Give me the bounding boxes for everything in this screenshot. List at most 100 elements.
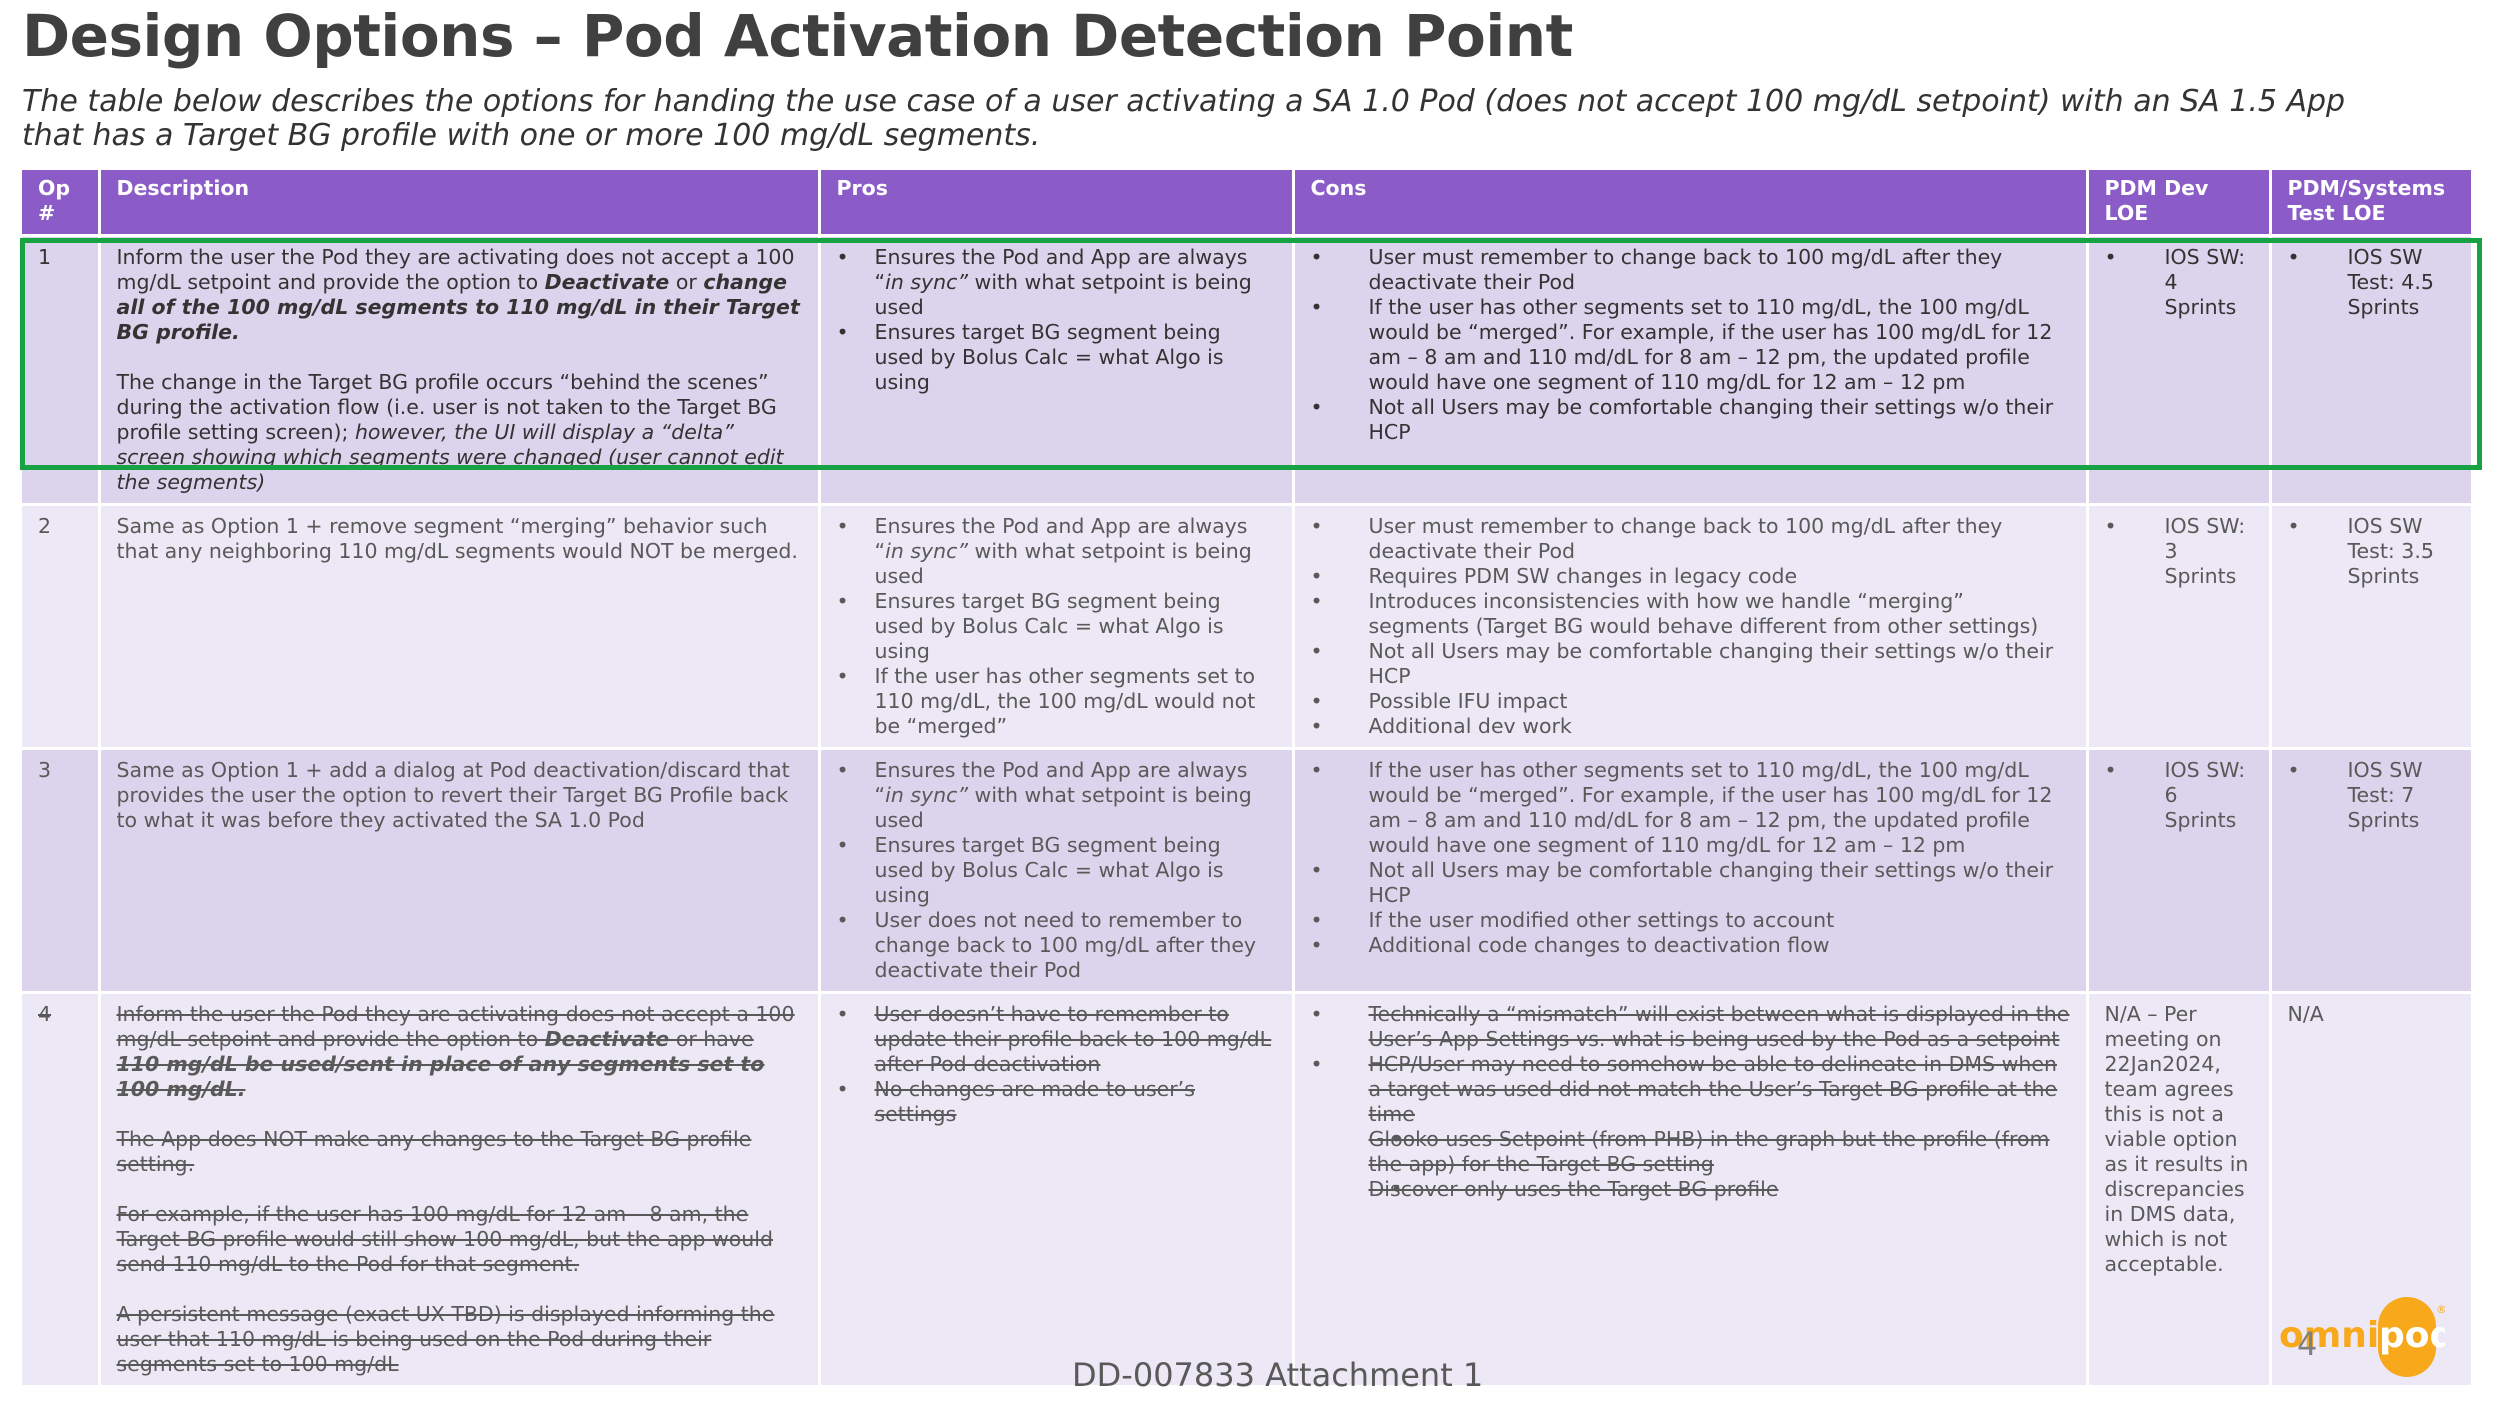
- header-description: Description: [99, 170, 821, 236]
- dev-loe-item: IOS SW: 4 Sprints: [2105, 245, 2253, 320]
- con-item: Not all Users may be comfortable changin…: [1311, 639, 2070, 689]
- pro-item: Ensures target BG segment being used by …: [837, 320, 1276, 395]
- con-sub-item: Glooko uses Setpoint (from PHB) in the g…: [1311, 1127, 2070, 1177]
- option-description: Same as Option 1 + add a dialog at Pod d…: [99, 747, 821, 993]
- con-item: HCP/User may need to somehow be able to …: [1311, 1052, 2070, 1127]
- pro-item: Ensures the Pod and App are always “in s…: [837, 245, 1276, 320]
- logo-text-pod: pod: [2379, 1315, 2445, 1356]
- header-op: Op #: [22, 170, 101, 236]
- test-loe-item: IOS SW Test: 3.5 Sprints: [2288, 514, 2455, 589]
- description-paragraph: Inform the user the Pod they are activat…: [117, 1002, 802, 1102]
- pro-item: If the user has other segments set to 11…: [837, 664, 1276, 739]
- test-loe: N/A: [2270, 991, 2474, 1385]
- con-item: Technically a “mismatch” will exist betw…: [1311, 1002, 2070, 1052]
- option-cons: User must remember to change back to 100…: [1293, 503, 2089, 749]
- pro-text: with what setpoint is being used: [874, 270, 1252, 319]
- description-text: Inform the user the Pod they are activat…: [116, 1002, 795, 1051]
- page-number: 4: [2297, 1325, 2318, 1363]
- option-description: Inform the user the Pod they are activat…: [99, 991, 821, 1385]
- pro-item: No changes are made to user’s settings: [837, 1077, 1276, 1127]
- option-description: Inform the user the Pod they are activat…: [99, 234, 821, 505]
- table-row-option-1: 1 Inform the user the Pod they are activ…: [22, 234, 2474, 505]
- description-text: The change in the Target BG profile occu…: [116, 370, 777, 444]
- op-number: 2: [22, 503, 101, 749]
- con-item: If the user has other segments set to 11…: [1311, 758, 2070, 858]
- description-paragraph: For example, if the user has 100 mg/dL f…: [116, 1202, 774, 1276]
- pro-italic: in sync”: [885, 270, 969, 294]
- con-item: Possible IFU impact: [1311, 689, 2070, 714]
- con-item: User must remember to change back to 100…: [1311, 245, 2070, 295]
- con-item: If the user has other segments set to 11…: [1311, 295, 2070, 395]
- table-row-option-2: 2 Same as Option 1 + remove segment “mer…: [22, 503, 2474, 749]
- con-item: Requires PDM SW changes in legacy code: [1311, 564, 2070, 589]
- dev-loe: N/A – Per meeting on 22Jan2024, team agr…: [2087, 991, 2272, 1385]
- option-cons: Technically a “mismatch” will exist betw…: [1293, 991, 2089, 1385]
- description-paragraph: The change in the Target BG profile occu…: [117, 370, 802, 495]
- pro-item: Ensures the Pod and App are always “in s…: [837, 758, 1276, 833]
- con-item: Not all Users may be comfortable changin…: [1311, 858, 2070, 908]
- logo-registered-mark: ®: [2436, 1303, 2445, 1316]
- header-dev-loe: PDM Dev LOE: [2087, 170, 2272, 236]
- test-loe: IOS SW Test: 7 Sprints: [2270, 747, 2474, 993]
- header-cons: Cons: [1293, 170, 2089, 236]
- dev-loe-item: IOS SW: 6 Sprints: [2105, 758, 2253, 833]
- option-pros: Ensures the Pod and App are always “in s…: [819, 747, 1295, 993]
- logo-text-omni: omni: [2279, 1315, 2379, 1356]
- test-loe-item: IOS SW Test: 4.5 Sprints: [2288, 245, 2455, 320]
- op-number: 3: [22, 747, 101, 993]
- pro-text: with what setpoint is being used: [874, 539, 1252, 588]
- description-text: or have: [669, 1027, 754, 1051]
- table-header-row: Op # Description Pros Cons PDM Dev LOE P…: [22, 170, 2474, 236]
- pro-italic: in sync”: [885, 783, 969, 807]
- description-emphasis: change all of the 100 mg/dL segments to …: [116, 270, 800, 344]
- con-item: If the user modified other settings to a…: [1311, 908, 2070, 933]
- page-title: Design Options – Pod Activation Detectio…: [22, 2, 1573, 70]
- op-number: 1: [22, 234, 101, 505]
- dev-loe: IOS SW: 6 Sprints: [2087, 747, 2272, 993]
- description-text: or: [669, 270, 704, 294]
- pro-item: User does not need to remember to change…: [837, 908, 1276, 983]
- description-emphasis: Deactivate: [544, 1027, 670, 1051]
- con-item: Additional code changes to deactivation …: [1311, 933, 2070, 958]
- logo-pod-shape: [2378, 1297, 2436, 1377]
- con-sub-item: Discover only uses the Target BG profile: [1311, 1177, 2070, 1202]
- test-loe: IOS SW Test: 3.5 Sprints: [2270, 503, 2474, 749]
- option-cons: User must remember to change back to 100…: [1293, 234, 2089, 505]
- dev-loe-item: IOS SW: 3 Sprints: [2105, 514, 2253, 589]
- option-pros: Ensures the Pod and App are always “in s…: [819, 234, 1295, 505]
- omnipod-logo: omni pod ®: [2279, 1297, 2445, 1377]
- op-number: 4: [22, 991, 101, 1385]
- pro-text: Ensures the Pod and App are always “: [874, 758, 1248, 807]
- option-description: Same as Option 1 + remove segment “mergi…: [99, 503, 821, 749]
- option-pros: Ensures the Pod and App are always “in s…: [819, 503, 1295, 749]
- description-paragraph: Inform the user the Pod they are activat…: [117, 245, 802, 345]
- test-loe-item: IOS SW Test: 7 Sprints: [2288, 758, 2455, 833]
- header-test-loe: PDM/Systems Test LOE: [2270, 170, 2474, 236]
- description-emphasis: 110 mg/dL be used/sent in place of any s…: [116, 1052, 765, 1101]
- description-paragraph: The App does NOT make any changes to the…: [116, 1127, 752, 1176]
- con-item: Additional dev work: [1311, 714, 2070, 739]
- description-emphasis: Deactivate: [544, 270, 670, 294]
- pro-item: User doesn’t have to remember to update …: [837, 1002, 1276, 1077]
- pro-item: Ensures target BG segment being used by …: [837, 589, 1276, 664]
- pro-text: Ensures the Pod and App are always “: [874, 514, 1248, 563]
- options-table: Op # Description Pros Cons PDM Dev LOE P…: [22, 170, 2474, 1385]
- con-item: Not all Users may be comfortable changin…: [1311, 395, 2070, 445]
- pro-text: with what setpoint is being used: [874, 783, 1252, 832]
- description-paragraph: A persistent message (exact UX TBD) is d…: [116, 1302, 775, 1376]
- test-loe: IOS SW Test: 4.5 Sprints: [2270, 234, 2474, 505]
- footer-text: DD-007833 Attachment 1: [1072, 1356, 1484, 1394]
- table-row-option-3: 3 Same as Option 1 + add a dialog at Pod…: [22, 747, 2474, 993]
- dev-loe: IOS SW: 3 Sprints: [2087, 503, 2272, 749]
- option-cons: If the user has other segments set to 11…: [1293, 747, 2089, 993]
- description-text: Inform the user the Pod they are activat…: [116, 245, 795, 294]
- dev-loe: IOS SW: 4 Sprints: [2087, 234, 2272, 505]
- con-item: Introduces inconsistencies with how we h…: [1311, 589, 2070, 639]
- pro-text: Ensures the Pod and App are always “: [874, 245, 1248, 294]
- con-item: User must remember to change back to 100…: [1311, 514, 2070, 564]
- pro-italic: in sync”: [885, 539, 969, 563]
- pro-item: Ensures target BG segment being used by …: [837, 833, 1276, 908]
- page-subtitle: The table below describes the options fo…: [22, 84, 2346, 153]
- table-row-option-4: 4 Inform the user the Pod they are activ…: [22, 991, 2474, 1385]
- header-pros: Pros: [819, 170, 1295, 236]
